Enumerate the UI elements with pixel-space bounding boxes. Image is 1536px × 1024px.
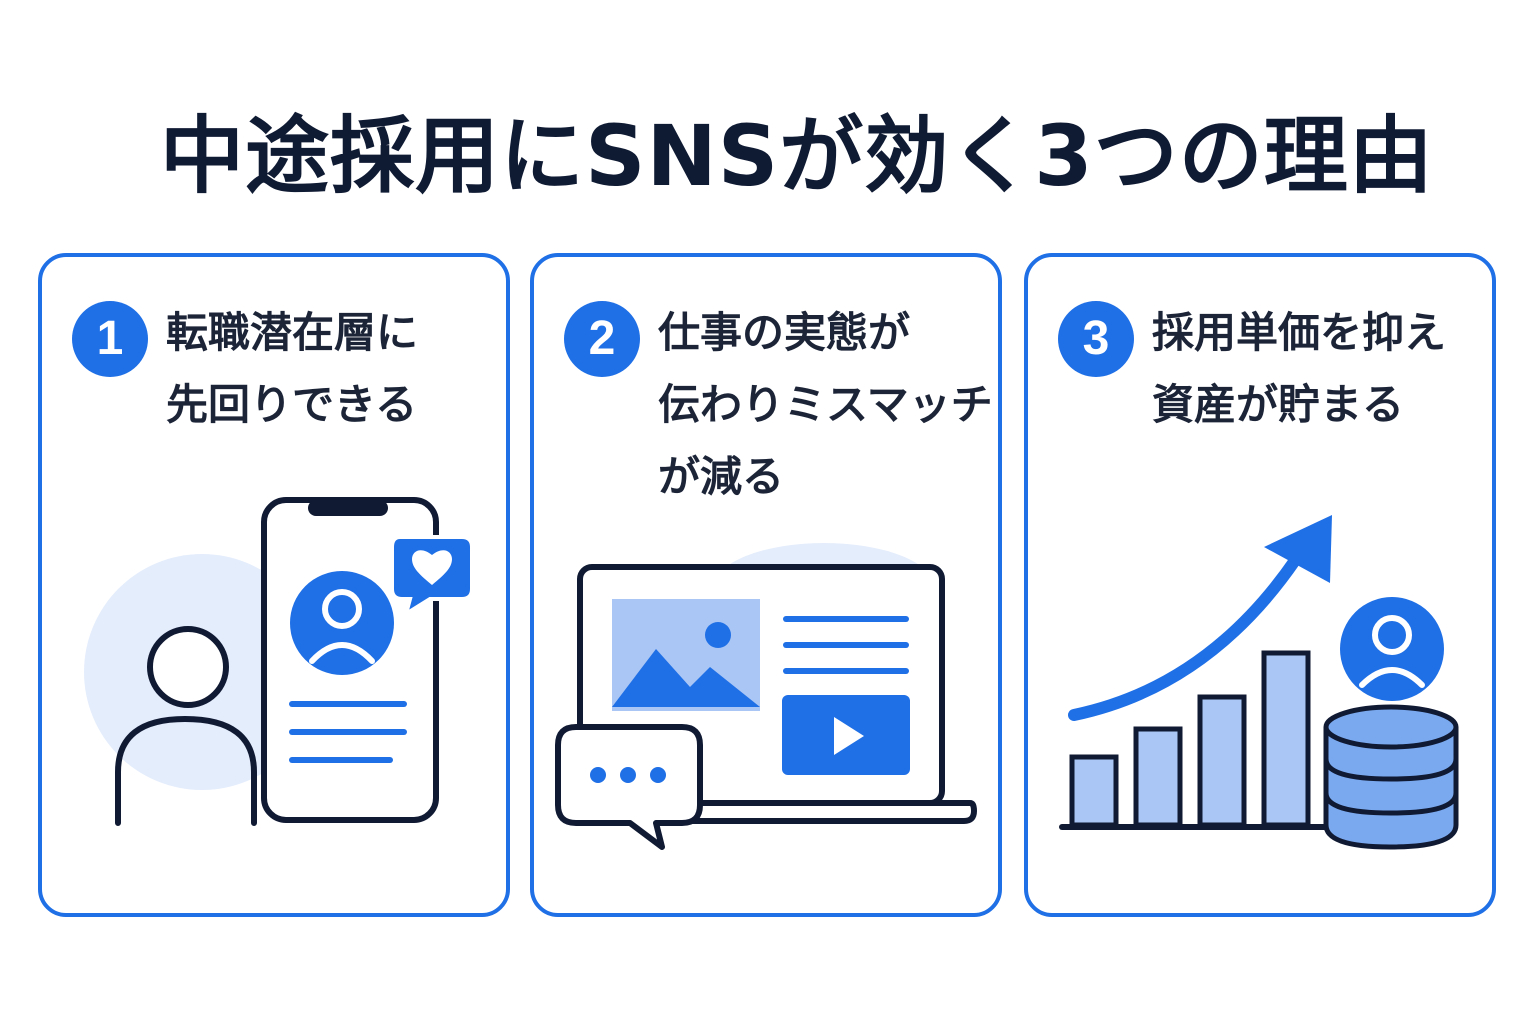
- trend-up-arrow-icon: [1068, 515, 1332, 721]
- reason-line: 転職潜在層に: [166, 308, 419, 357]
- talent-outreach-illustration: [84, 497, 474, 826]
- chat-bubble-icon: [555, 724, 703, 850]
- reason-card-2: 2 仕事の実態が 伝わりミスマッチ が減る: [530, 253, 1002, 917]
- reason-line: 資産が貯まる: [1152, 380, 1405, 429]
- page-title: 中途採用にSNSが効く3つの理由: [160, 107, 1434, 205]
- reason-card-1: 1 転職潜在層に 先回りできる: [38, 253, 510, 917]
- reason-line: 伝わりミスマッチ: [658, 380, 993, 429]
- image-icon: [612, 599, 760, 711]
- reason-card-3: 3 採用単価を抑え 資産が貯まる: [1024, 253, 1496, 917]
- smartphone-profile-icon: [261, 497, 439, 823]
- reason-text: 仕事の実態が 伝わりミスマッチ が減る: [658, 297, 993, 513]
- bar-chart-icon: [1059, 650, 1335, 830]
- reason-line: 仕事の実態が: [658, 308, 911, 357]
- work-reality-illustration: [555, 543, 978, 850]
- text-lines: [783, 616, 909, 674]
- cost-asset-illustration: [1059, 515, 1459, 850]
- coin-stack-icon: [1323, 704, 1459, 850]
- reason-line: 採用単価を抑え: [1152, 308, 1447, 357]
- reason-line: が減る: [658, 452, 785, 501]
- person-avatar-icon: [1340, 597, 1444, 701]
- video-play-icon: [782, 695, 910, 775]
- reason-text: 採用単価を抑え 資産が貯まる: [1152, 297, 1478, 441]
- heart-chat-icon: [390, 535, 474, 619]
- number-badge: 1: [72, 301, 148, 377]
- number-badge: 3: [1058, 301, 1134, 377]
- reason-text: 転職潜在層に 先回りできる: [166, 297, 492, 441]
- person-outline-icon: [115, 626, 257, 826]
- number-badge: 2: [564, 301, 640, 377]
- reason-line: 先回りできる: [166, 380, 418, 429]
